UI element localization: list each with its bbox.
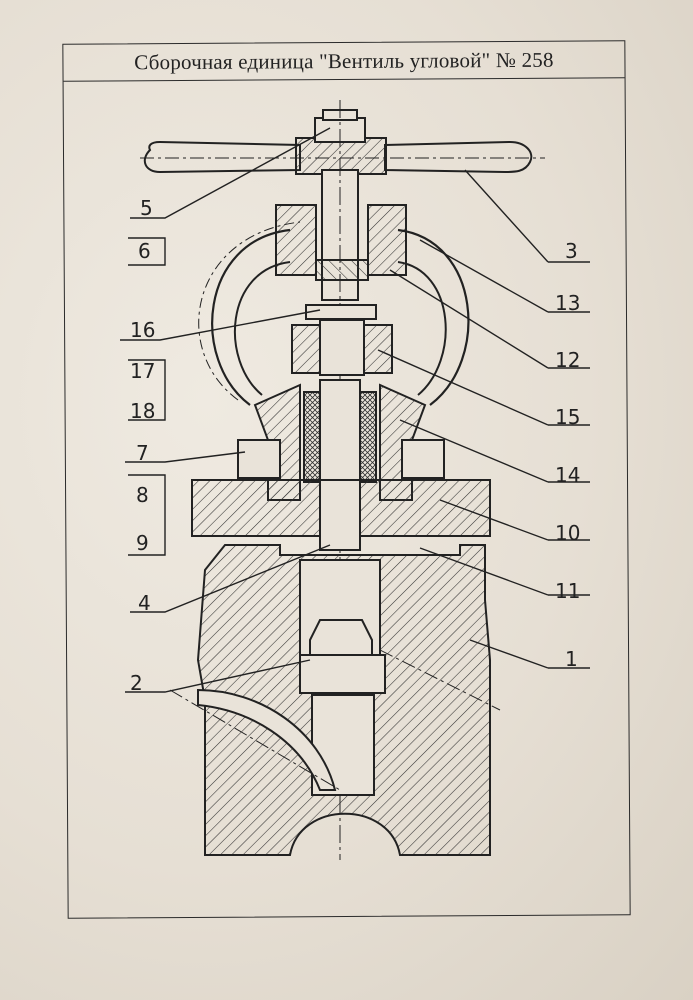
label-7: 7: [136, 441, 149, 465]
label-15: 15: [555, 405, 580, 429]
label-9: 9: [136, 531, 149, 555]
label-8: 8: [136, 483, 149, 507]
leader-14: [399, 419, 590, 483]
label-3: 3: [565, 239, 578, 263]
leader-1: [469, 639, 590, 669]
label-1: 1: [565, 647, 578, 671]
leader-16: [120, 309, 321, 341]
label-box-6: [128, 237, 166, 266]
label-13: 13: [555, 291, 580, 315]
leader-7: [125, 451, 246, 463]
label-2: 2: [130, 671, 143, 695]
leader-15: [377, 349, 590, 426]
leader-4: [130, 544, 331, 613]
label-6: 6: [138, 239, 151, 263]
label-17: 17: [130, 359, 155, 383]
leader-13: [419, 239, 590, 313]
label-11: 11: [555, 579, 580, 603]
leader-5: [130, 127, 331, 219]
label-10: 10: [555, 521, 580, 545]
leader-3: [464, 169, 590, 263]
label-box-8-9: [128, 474, 166, 556]
part-labels: 5 6 3 13 12 16 17 18 15 7 8 9 14 10 11 4…: [130, 196, 580, 695]
label-box-17-18: [128, 359, 166, 421]
label-5: 5: [140, 196, 153, 220]
leader-12: [389, 269, 590, 369]
leader-11: [419, 547, 590, 596]
leader-2: [125, 659, 311, 693]
label-12: 12: [555, 348, 580, 372]
valve-geometry: [140, 100, 545, 860]
label-14: 14: [555, 463, 580, 487]
label-4: 4: [138, 591, 151, 615]
leader-lines: [120, 127, 590, 693]
label-18: 18: [130, 399, 155, 423]
label-16: 16: [130, 318, 155, 342]
leader-10: [439, 499, 590, 541]
